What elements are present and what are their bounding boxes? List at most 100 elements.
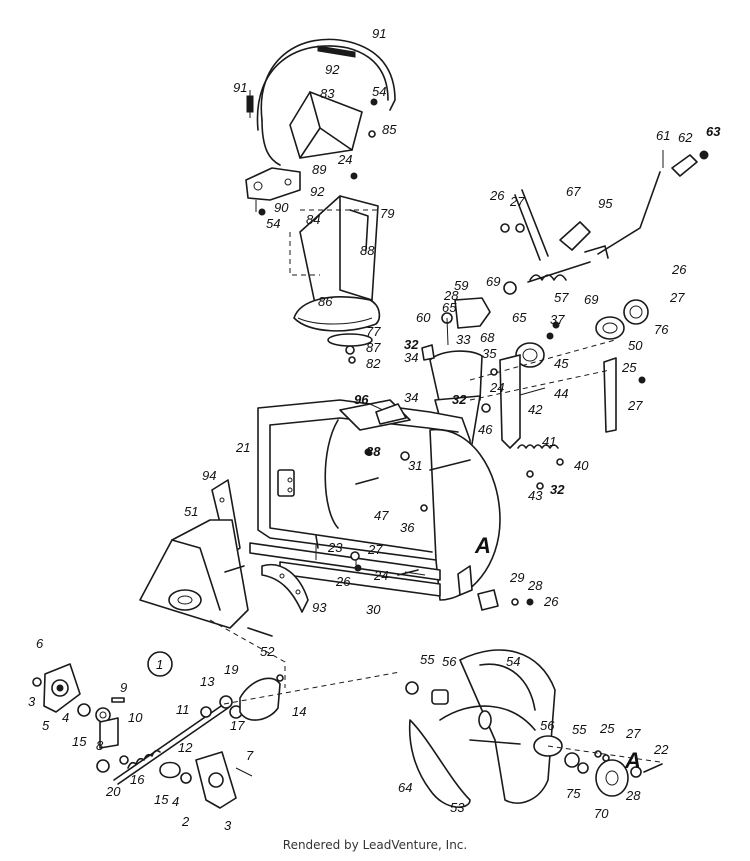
auger-housing	[257, 399, 501, 601]
part-number-label: 50	[628, 338, 643, 353]
part-number-label: 88	[360, 243, 375, 258]
part-number-label: 61	[656, 128, 670, 143]
part-number-label: 38	[366, 444, 381, 459]
chute-tube	[293, 195, 381, 347]
part-number-label: 32	[404, 337, 419, 352]
part-number-label: 8	[96, 738, 104, 753]
part-number-label: 92	[310, 184, 325, 199]
part-number-label: 16	[130, 772, 145, 787]
part-number-label: 65	[442, 300, 457, 315]
part-number-label: 20	[105, 784, 121, 799]
part-number-label: 11	[176, 702, 190, 717]
section-mark-a-housing: A	[474, 533, 491, 558]
part-number-label: 27	[669, 290, 685, 305]
part-number-label: 45	[554, 356, 569, 371]
part-number-label: 62	[678, 130, 693, 145]
part-number-label: 91	[233, 80, 247, 95]
part-number-label: 28	[443, 288, 459, 303]
side-brackets	[469, 339, 617, 449]
part-number-label: 56	[540, 718, 555, 733]
impeller-hub	[547, 745, 663, 797]
part-number-label: 40	[574, 458, 589, 473]
part-number-label: 2	[181, 814, 190, 829]
part-number-label: 75	[566, 786, 581, 801]
part-number-label: 21	[235, 440, 250, 455]
part-number-label: 29	[509, 570, 524, 585]
part-number-label: 33	[456, 332, 471, 347]
part-number-label: 87	[366, 340, 381, 355]
section-mark-a-hub: A	[624, 748, 641, 773]
part-number-label: 90	[274, 200, 289, 215]
part-number-label: 31	[408, 458, 422, 473]
part-number-label: 84	[306, 212, 320, 227]
part-number-label: 53	[450, 800, 465, 815]
chute-crank	[500, 150, 709, 295]
part-number-label: 65	[512, 310, 527, 325]
skid-shoe	[261, 563, 309, 613]
part-number-label: 94	[202, 468, 216, 483]
part-number-label: 54	[372, 84, 386, 99]
part-number-label: 42	[528, 402, 543, 417]
bolt	[247, 627, 273, 637]
part-number-label: 4	[172, 794, 179, 809]
part-number-label: 13	[200, 674, 215, 689]
part-number-label: 69	[486, 274, 500, 289]
part-number-label: 32	[550, 482, 565, 497]
impeller-bearings	[515, 299, 649, 368]
footer-credit: Rendered by LeadVenture, Inc.	[282, 838, 468, 852]
part-number-label: 34	[404, 390, 418, 405]
part-number-label: 12	[178, 740, 193, 755]
part-number-label: 76	[654, 322, 669, 337]
part-number-label: 32	[452, 392, 467, 407]
part-number-label: 27	[627, 398, 643, 413]
spring-assembly	[517, 444, 564, 490]
callout-label: 1	[156, 657, 163, 672]
part-number-label: 67	[566, 184, 581, 199]
part-number-label: 22	[653, 742, 669, 757]
part-number-label: 35	[482, 346, 497, 361]
part-number-label: 37	[550, 312, 565, 327]
part-number-label: 54	[506, 654, 520, 669]
part-number-label: 47	[374, 508, 389, 523]
part-number-label: 36	[400, 520, 415, 535]
part-number-label: 82	[366, 356, 381, 371]
part-number-label: 24	[489, 380, 504, 395]
part-number-label: 26	[489, 188, 505, 203]
part-number-label: 41	[542, 434, 556, 449]
part-number-label: 15	[154, 792, 169, 807]
part-number-label: 77	[366, 324, 381, 339]
part-number-label: 24	[337, 152, 352, 167]
part-number-label: 51	[184, 504, 198, 519]
part-number-label: 19	[224, 662, 238, 677]
part-number-label: 46	[478, 422, 493, 437]
part-number-label: 26	[671, 262, 687, 277]
callout-1: 1	[147, 651, 173, 677]
part-number-label: 55	[420, 652, 435, 667]
part-number-label: 95	[598, 196, 613, 211]
part-number-label: 25	[621, 360, 637, 375]
part-number-label: 64	[398, 780, 412, 795]
part-number-label: 60	[416, 310, 431, 325]
part-number-label: 27	[367, 542, 383, 557]
part-number-label: 28	[527, 578, 543, 593]
fasteners	[258, 98, 646, 611]
chute-bracket	[245, 167, 301, 212]
part-number-label: 14	[292, 704, 306, 719]
part-number-label: 34	[404, 350, 418, 365]
part-number-label: 96	[354, 392, 369, 407]
part-number-label: 79	[380, 206, 394, 221]
part-number-label: 92	[325, 62, 340, 77]
part-number-label: 3	[224, 818, 232, 833]
part-number-label: 4	[62, 710, 69, 725]
part-number-label: 43	[528, 488, 543, 503]
part-number-label: 83	[320, 86, 335, 101]
crank-rod	[246, 38, 396, 166]
part-number-label: 93	[312, 600, 327, 615]
part-number-label: 68	[480, 330, 495, 345]
part-number-label: 70	[594, 806, 609, 821]
part-number-label: 54	[266, 216, 280, 231]
part-number-label: 26	[543, 594, 559, 609]
part-number-label: 85	[382, 122, 397, 137]
